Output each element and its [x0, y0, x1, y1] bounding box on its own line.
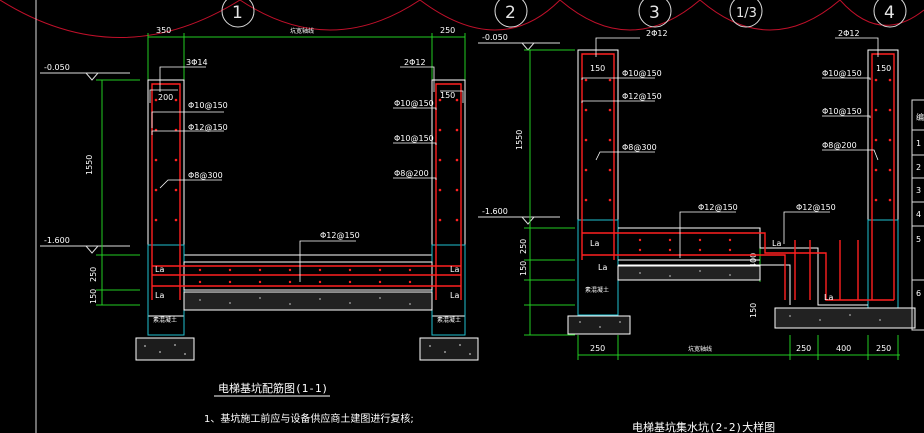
- revision-cloud: [0, 0, 924, 38]
- la-label: La: [450, 265, 459, 274]
- table-cell: 4: [916, 210, 921, 219]
- elevation-text: -0.050: [44, 63, 70, 72]
- rebar-label: Φ10@150: [622, 69, 662, 78]
- dim-text: 350: [156, 26, 171, 35]
- grid-bubble: 1: [221, 0, 255, 28]
- rebar-label: Φ12@150: [320, 231, 360, 240]
- rebar-label: Φ8@300: [622, 143, 657, 152]
- section-1-1: 350 坑宽轴线 250 -0.050 -1.600 1550 250 150: [40, 26, 479, 425]
- dim-text: 150: [749, 303, 758, 318]
- dim-text: 1550: [85, 155, 94, 175]
- rebar-label: 150: [876, 64, 891, 73]
- drawing-note: 1、基坑施工前应与设备供应商土建图进行复核;: [204, 412, 414, 425]
- la-label: La: [450, 291, 459, 300]
- rebar-label: 3Φ14: [186, 58, 208, 67]
- schedule-table: 编 1 2 3 4 5 6: [911, 99, 924, 331]
- dim-text: 250: [89, 267, 98, 282]
- dim-text: 250: [796, 344, 811, 353]
- table-cell: 1: [916, 139, 921, 148]
- section-2-2: -0.050 -1.600 1550 250 150 150 400: [478, 29, 916, 433]
- grid-bubble-label: 4: [884, 3, 895, 23]
- grid-bubble-label: 1/3: [736, 6, 757, 21]
- la-label: La: [772, 239, 781, 248]
- grid-bubble-label: 3: [649, 3, 660, 23]
- dim-text: 150: [519, 261, 528, 276]
- grid-bubble-label: 2: [505, 3, 516, 23]
- table-cell: 编: [916, 112, 924, 122]
- table-cell: 3: [916, 186, 921, 195]
- rebar-label: Φ10@150: [188, 101, 228, 110]
- pad-label: 素混凝土: [585, 286, 609, 294]
- la-label: La: [590, 239, 599, 248]
- rebar-label: Φ12@150: [622, 92, 662, 101]
- grid-bubble: 3: [638, 0, 672, 28]
- rebar-label: Φ8@200: [822, 141, 857, 150]
- rebar-label: 2Φ12: [646, 29, 668, 38]
- dim-text: 坑宽轴线: [290, 27, 314, 35]
- dim-text: 250: [519, 239, 528, 254]
- elevation-text: -1.600: [44, 236, 70, 245]
- rebar-label: Φ10@150: [822, 69, 862, 78]
- table-cell: 2: [916, 163, 921, 172]
- rebar-label: 200: [158, 93, 173, 102]
- elevation-text: -1.600: [482, 207, 508, 216]
- grid-bubble: 4: [873, 0, 907, 28]
- rebar-label: Φ12@150: [796, 203, 836, 212]
- rebar-label: Φ12@150: [188, 123, 228, 132]
- rebar-label: Φ8@300: [188, 171, 223, 180]
- rebar-label: 150: [440, 91, 455, 100]
- rebar-label: Φ10@150: [822, 107, 862, 116]
- dim-text: 1550: [515, 130, 524, 150]
- rebar-label: Φ8@200: [394, 169, 429, 178]
- pad-label: 素混凝土: [437, 316, 461, 324]
- drawing-title: 电梯基坑配筋图(1-1): [218, 381, 328, 395]
- grid-bubble: 2: [494, 0, 528, 28]
- grid-bubble: 1/3: [729, 0, 763, 28]
- la-label: La: [824, 293, 833, 302]
- dim-text: 250: [590, 344, 605, 353]
- rebar-label: 2Φ12: [404, 58, 426, 67]
- la-label: La: [155, 265, 164, 274]
- dim-text: 250: [876, 344, 891, 353]
- elevation-text: -0.050: [482, 33, 508, 42]
- drawing-title: 电梯基坑集水坑(2-2)大样图: [632, 420, 775, 433]
- pad-label: 素混凝土: [153, 316, 177, 324]
- rebar-label: Φ12@150: [698, 203, 738, 212]
- la-label: La: [598, 263, 607, 272]
- rebar-label: Φ10@150: [394, 99, 434, 108]
- table-cell: 5: [916, 235, 921, 244]
- rebar-label: 150: [590, 64, 605, 73]
- dim-text: 250: [440, 26, 455, 35]
- grid-bubble-label: 1: [232, 3, 243, 23]
- rebar-label: Φ10@150: [394, 134, 434, 143]
- la-label: La: [155, 291, 164, 300]
- dim-text: 400: [836, 344, 851, 353]
- rebar-label: 2Φ12: [838, 29, 860, 38]
- table-cell: 6: [916, 289, 921, 298]
- dim-text: 坑宽轴线: [688, 345, 712, 353]
- dim-text: 150: [89, 289, 98, 304]
